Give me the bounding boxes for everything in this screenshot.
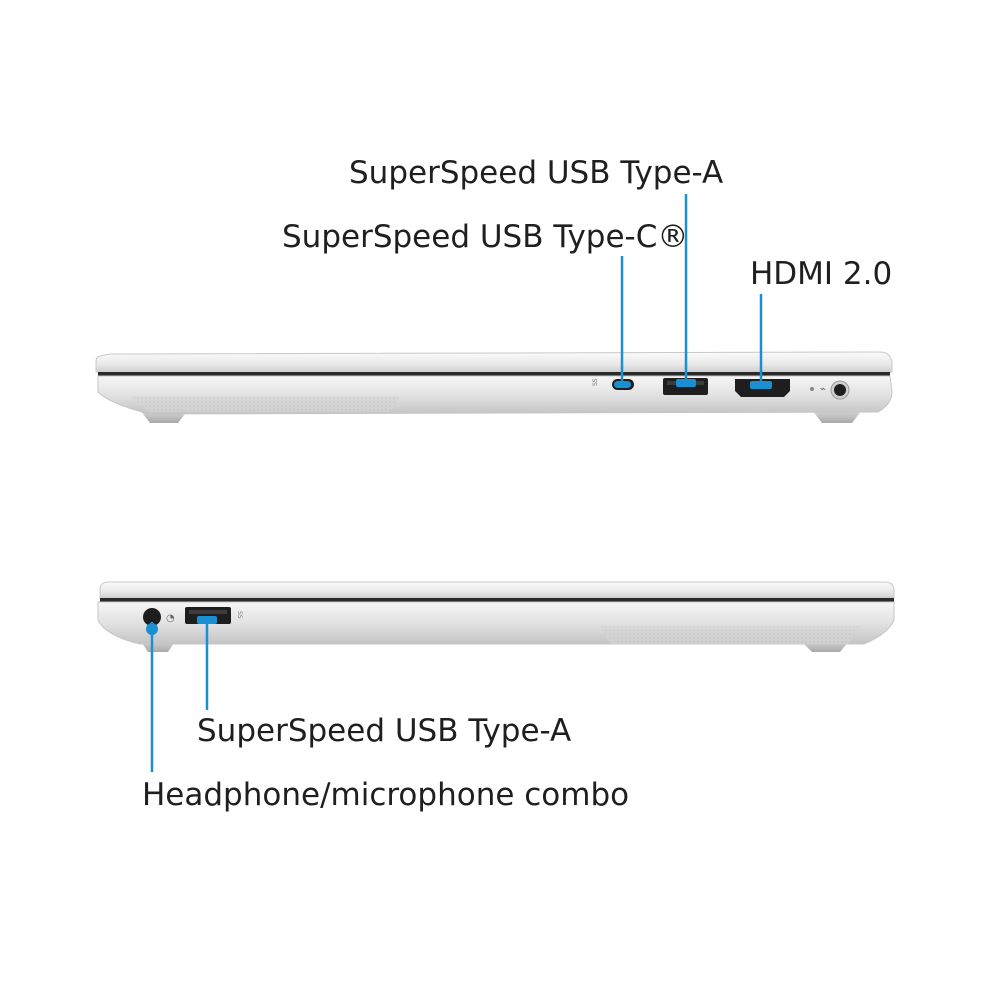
callouts-right (620, 194, 763, 386)
callout-usb-c-marker (614, 381, 631, 388)
lid (95, 351, 893, 373)
audio-jack (143, 608, 161, 626)
lid-seam (98, 372, 890, 376)
callout-usb-a-right-marker (676, 379, 696, 387)
usb-a-left-marking: SS (236, 611, 243, 619)
power-jack-hole (834, 384, 846, 396)
usb-a-tongue-left (189, 610, 227, 614)
callout-usb-a-left-marker (197, 616, 217, 624)
power-symbol-icon: ⌁ (820, 384, 826, 395)
speaker-grille (130, 396, 400, 412)
callouts-left (150, 620, 209, 772)
label-usb-a-left: SuperSpeed USB Type-A (197, 713, 572, 749)
label-usb-a-right: SuperSpeed USB Type-A (349, 155, 724, 191)
left-lid (99, 581, 895, 599)
callout-audio-marker (146, 623, 158, 635)
laptop-right-side: SS ⌁ (95, 351, 893, 423)
headphone-symbol-icon: ◔ (166, 613, 175, 624)
callout-hdmi-marker (750, 381, 772, 389)
left-lid-seam (100, 598, 894, 602)
label-hdmi: HDMI 2.0 (750, 256, 893, 292)
led-indicator (810, 387, 814, 391)
left-speaker-grille (600, 626, 860, 644)
label-headphone-microphone: Headphone/microphone combo (142, 777, 630, 813)
usb-c-port-marking: SS (592, 378, 599, 386)
label-usb-c-right: SuperSpeed USB Type-C® (282, 219, 689, 255)
laptop-left-side: ◔ SS (97, 581, 895, 652)
rear-foot (812, 410, 862, 423)
